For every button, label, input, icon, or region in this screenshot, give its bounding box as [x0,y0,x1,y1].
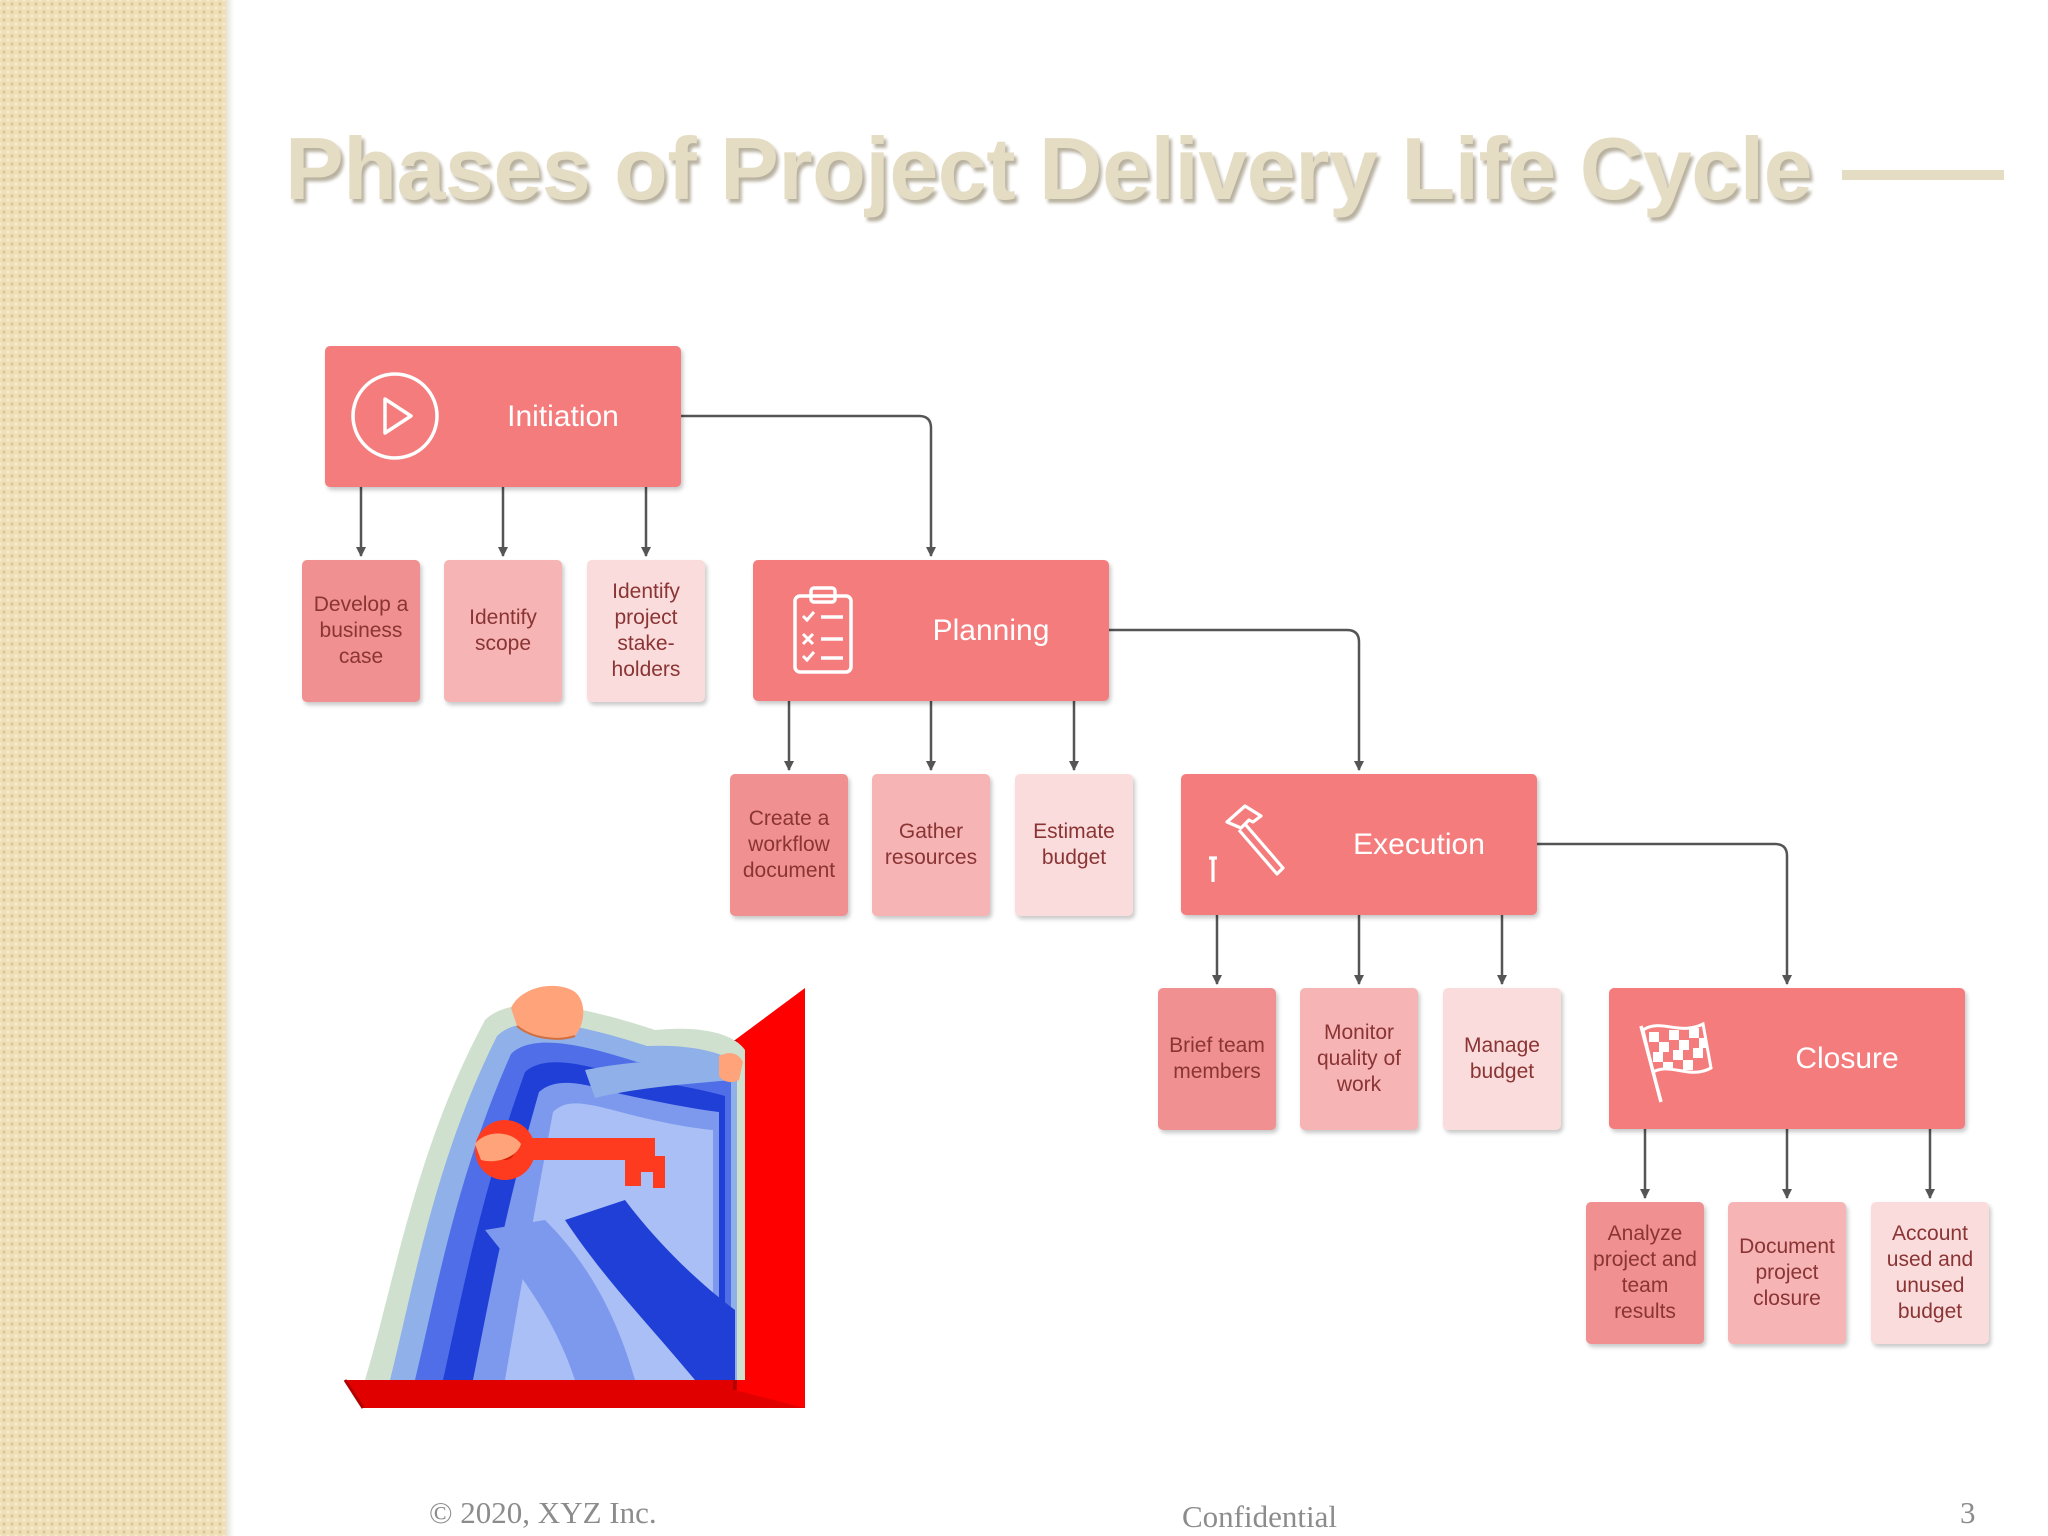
play-icon [351,372,439,460]
phase-label: Execution [1353,827,1485,861]
phase-closure: Closure [1609,988,1965,1129]
task-label: Manage budget [1464,1034,1540,1083]
person-with-key-opening-door-icon [343,985,805,1409]
page-number: 3 [1960,1495,1976,1530]
task-label: Analyze project and team results [1593,1222,1697,1323]
footer-copyright: © 2020, XYZ Inc. [429,1495,657,1530]
decorative-sidebar [0,0,226,1536]
task-box: Develop a business case [302,560,420,702]
task-box: Identify project stake-holders [587,560,705,702]
phase-label: Initiation [507,399,619,433]
phase-planning: Planning [753,560,1109,701]
task-box: Document project closure [1728,1202,1846,1344]
slide-title: Phases of Project Delivery Life Cycle [285,119,1813,218]
task-label: Gather resources [884,820,978,869]
connector [681,414,936,557]
task-label: Create a workflow document [742,807,836,882]
phase-initiation: Initiation [325,346,681,487]
phase-execution: Execution [1181,774,1537,915]
footer-confidential: Confidential [1182,1499,1337,1534]
task-box: Monitor quality of work [1300,988,1418,1130]
task-box: Estimate budget [1015,774,1133,916]
hammer-icon [1209,804,1285,882]
phase-label: Planning [932,613,1050,647]
clipboard-checklist-icon [793,586,853,674]
task-label: Account used and unused budget [1886,1222,1974,1323]
task-label: Document project closure [1739,1235,1835,1310]
task-box: Manage budget [1443,988,1561,1130]
connector [1537,842,1792,985]
connector [1109,628,1364,771]
checkered-flag-icon [1639,1021,1713,1103]
task-box: Analyze project and team results [1586,1202,1704,1344]
task-box: Identify scope [444,560,562,702]
task-box: Create a workflow document [730,774,848,916]
phase-label: Closure [1795,1041,1899,1075]
task-label: Estimate budget [1033,820,1115,869]
task-label: Identify project stake-holders [611,580,681,681]
sidebar-edge [226,0,234,1536]
task-label: Identify scope [469,606,537,655]
task-label: Brief team members [1169,1034,1265,1083]
task-label: Monitor quality of work [1316,1021,1402,1096]
title-rule [1842,170,2004,180]
task-box: Gather resources [872,774,990,916]
task-box: Brief team members [1158,988,1276,1130]
task-box: Account used and unused budget [1871,1202,1989,1344]
task-label: Develop a business case [313,593,409,668]
